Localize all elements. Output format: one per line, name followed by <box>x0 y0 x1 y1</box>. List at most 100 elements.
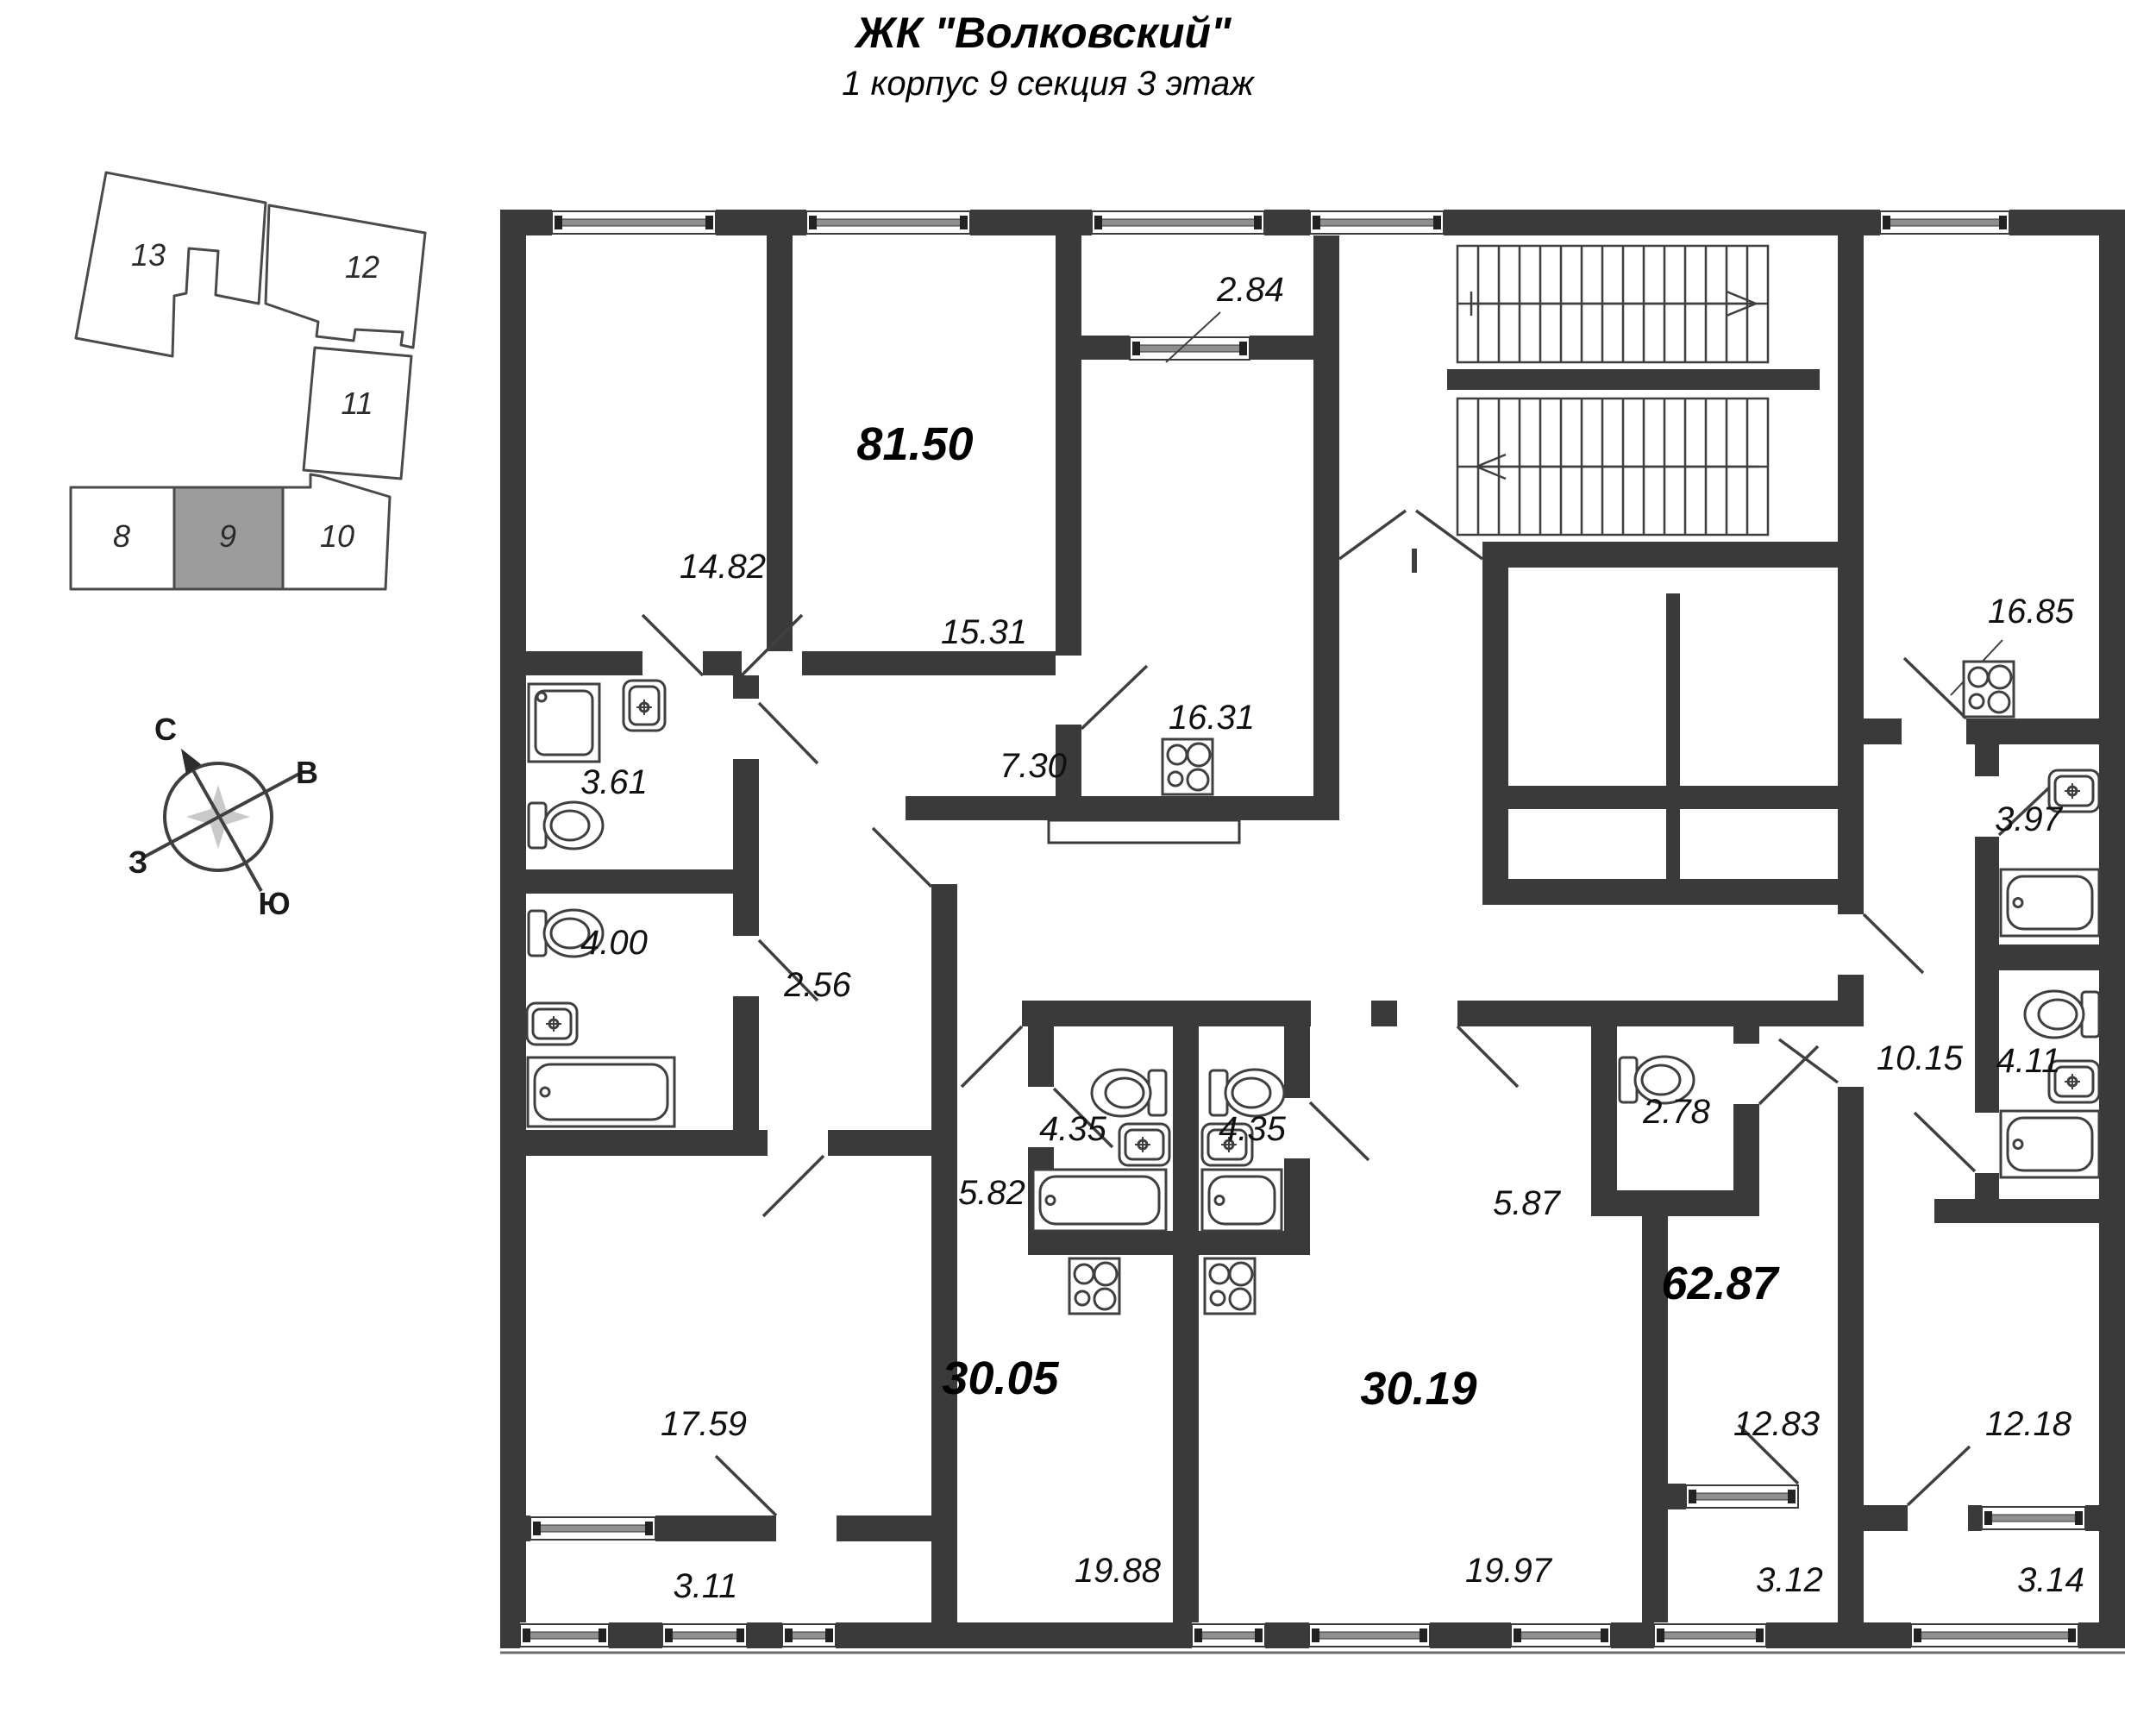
label-leader-line <box>1165 311 1221 363</box>
room-area-label: 5.87 <box>1493 1184 1562 1222</box>
wall <box>1864 1505 1908 1531</box>
door-swing <box>1913 1111 1977 1173</box>
key-section-11 <box>302 346 413 480</box>
window-symbol <box>1309 210 1445 235</box>
wall <box>1173 1026 1199 1622</box>
room-area-label: 7.30 <box>1000 747 1067 785</box>
room-area-label: 4.35 <box>1039 1110 1107 1148</box>
compass-north-arrow-icon <box>181 749 201 775</box>
door-swing <box>871 826 933 888</box>
page-subtitle: 1 корпус 9 секция 3 этаж <box>842 65 1255 103</box>
window-symbol <box>805 210 971 235</box>
window-symbol <box>519 1622 610 1648</box>
room-area-label: 16.85 <box>1988 593 2075 631</box>
wall <box>1666 593 1680 786</box>
wall <box>837 1516 931 1541</box>
key-section-12 <box>264 204 427 349</box>
compass-label-south: Ю <box>258 886 290 921</box>
compass-label-north: С <box>154 712 177 747</box>
stove-icon <box>1068 1257 1121 1315</box>
room-area-label: 12.83 <box>1733 1405 1820 1443</box>
wall <box>1668 1484 1686 1509</box>
apartment-area-label: 30.05 <box>942 1352 1059 1404</box>
wall <box>1022 1001 1311 1026</box>
wall <box>1508 786 1838 809</box>
wall <box>1966 719 2099 744</box>
key-section-13 <box>74 171 267 358</box>
wall <box>1591 1026 1617 1190</box>
bathtub-icon <box>1200 1168 1283 1233</box>
wall <box>1056 235 1081 336</box>
door-swing <box>960 1025 1024 1089</box>
wall <box>1999 944 2099 970</box>
wall <box>1482 542 1864 568</box>
toilet-icon <box>1208 1068 1286 1118</box>
room-area-label: 2.56 <box>783 966 852 1004</box>
sink-icon <box>525 1001 579 1046</box>
key-section-label-8: 8 <box>113 518 130 554</box>
bathtub-icon <box>526 1056 676 1128</box>
room-area-label: 2.78 <box>1642 1093 1711 1131</box>
wall <box>1975 837 1999 1113</box>
room-area-label: 3.11 <box>674 1567 738 1605</box>
wall <box>1733 1026 1759 1044</box>
wall <box>733 759 759 936</box>
door-swing <box>1906 1445 1971 1507</box>
wall <box>1284 1026 1310 1098</box>
window-symbol <box>781 1622 837 1648</box>
window-symbol <box>551 210 717 235</box>
wall <box>1591 1190 1759 1216</box>
wall <box>2085 1505 2099 1531</box>
wall <box>1371 1001 1397 1026</box>
door-swing <box>757 701 819 765</box>
room-area-label: 3.97 <box>1995 800 2064 838</box>
room-area-label: 2.84 <box>1216 271 1284 309</box>
door-swing <box>761 1154 825 1218</box>
room-area-label: 19.88 <box>1075 1552 1162 1590</box>
door-swing <box>757 938 819 1002</box>
bathtub-icon <box>1031 1168 1168 1233</box>
wall <box>2099 210 2125 1648</box>
apartment-area-label: 30.19 <box>1360 1363 1476 1415</box>
room-area-label: 10.15 <box>1877 1039 1964 1077</box>
wall <box>500 1130 768 1156</box>
room-area-label: 3.12 <box>1756 1561 1823 1599</box>
wall <box>733 675 759 699</box>
wall <box>1838 235 1864 914</box>
room-area-labels: 14.8215.312.8416.317.303.614.002.5617.59… <box>580 271 2084 1605</box>
kitchen-pass-through <box>1047 819 1241 844</box>
door-swing <box>1052 1087 1114 1149</box>
wall <box>655 1516 776 1541</box>
wall <box>1642 1214 1668 1622</box>
window-symbol <box>1685 1484 1799 1509</box>
window-symbol <box>661 1622 748 1648</box>
wall <box>1482 568 1508 905</box>
wall <box>1284 1158 1310 1231</box>
door-swing <box>1862 913 1925 975</box>
door-swing <box>641 613 705 677</box>
fixtures <box>525 660 2101 1315</box>
wall <box>1028 1026 1054 1087</box>
wall <box>1056 360 1081 656</box>
wall <box>526 869 733 894</box>
apartment-area-label: 62.87 <box>1661 1258 1780 1309</box>
sink-icon <box>2047 1059 2101 1104</box>
room-area-label: 12.18 <box>1985 1405 2072 1443</box>
key-section-label-10: 10 <box>320 518 354 554</box>
wall <box>1864 719 1902 744</box>
wall <box>1482 879 1864 905</box>
stove-icon <box>1962 660 2015 719</box>
window-symbol <box>1653 1622 1767 1648</box>
room-area-label: 17.59 <box>661 1405 747 1443</box>
room-area-label: 3.14 <box>2017 1561 2084 1599</box>
toilet-icon <box>527 908 605 958</box>
window-symbol <box>1308 1622 1431 1648</box>
wall <box>1838 1087 1864 1214</box>
shower-icon <box>527 682 601 763</box>
wall <box>767 235 793 651</box>
room-area-label: 4.11 <box>1996 1042 2061 1080</box>
windows <box>519 210 2086 1648</box>
bathtub-icon <box>1999 868 2101 938</box>
